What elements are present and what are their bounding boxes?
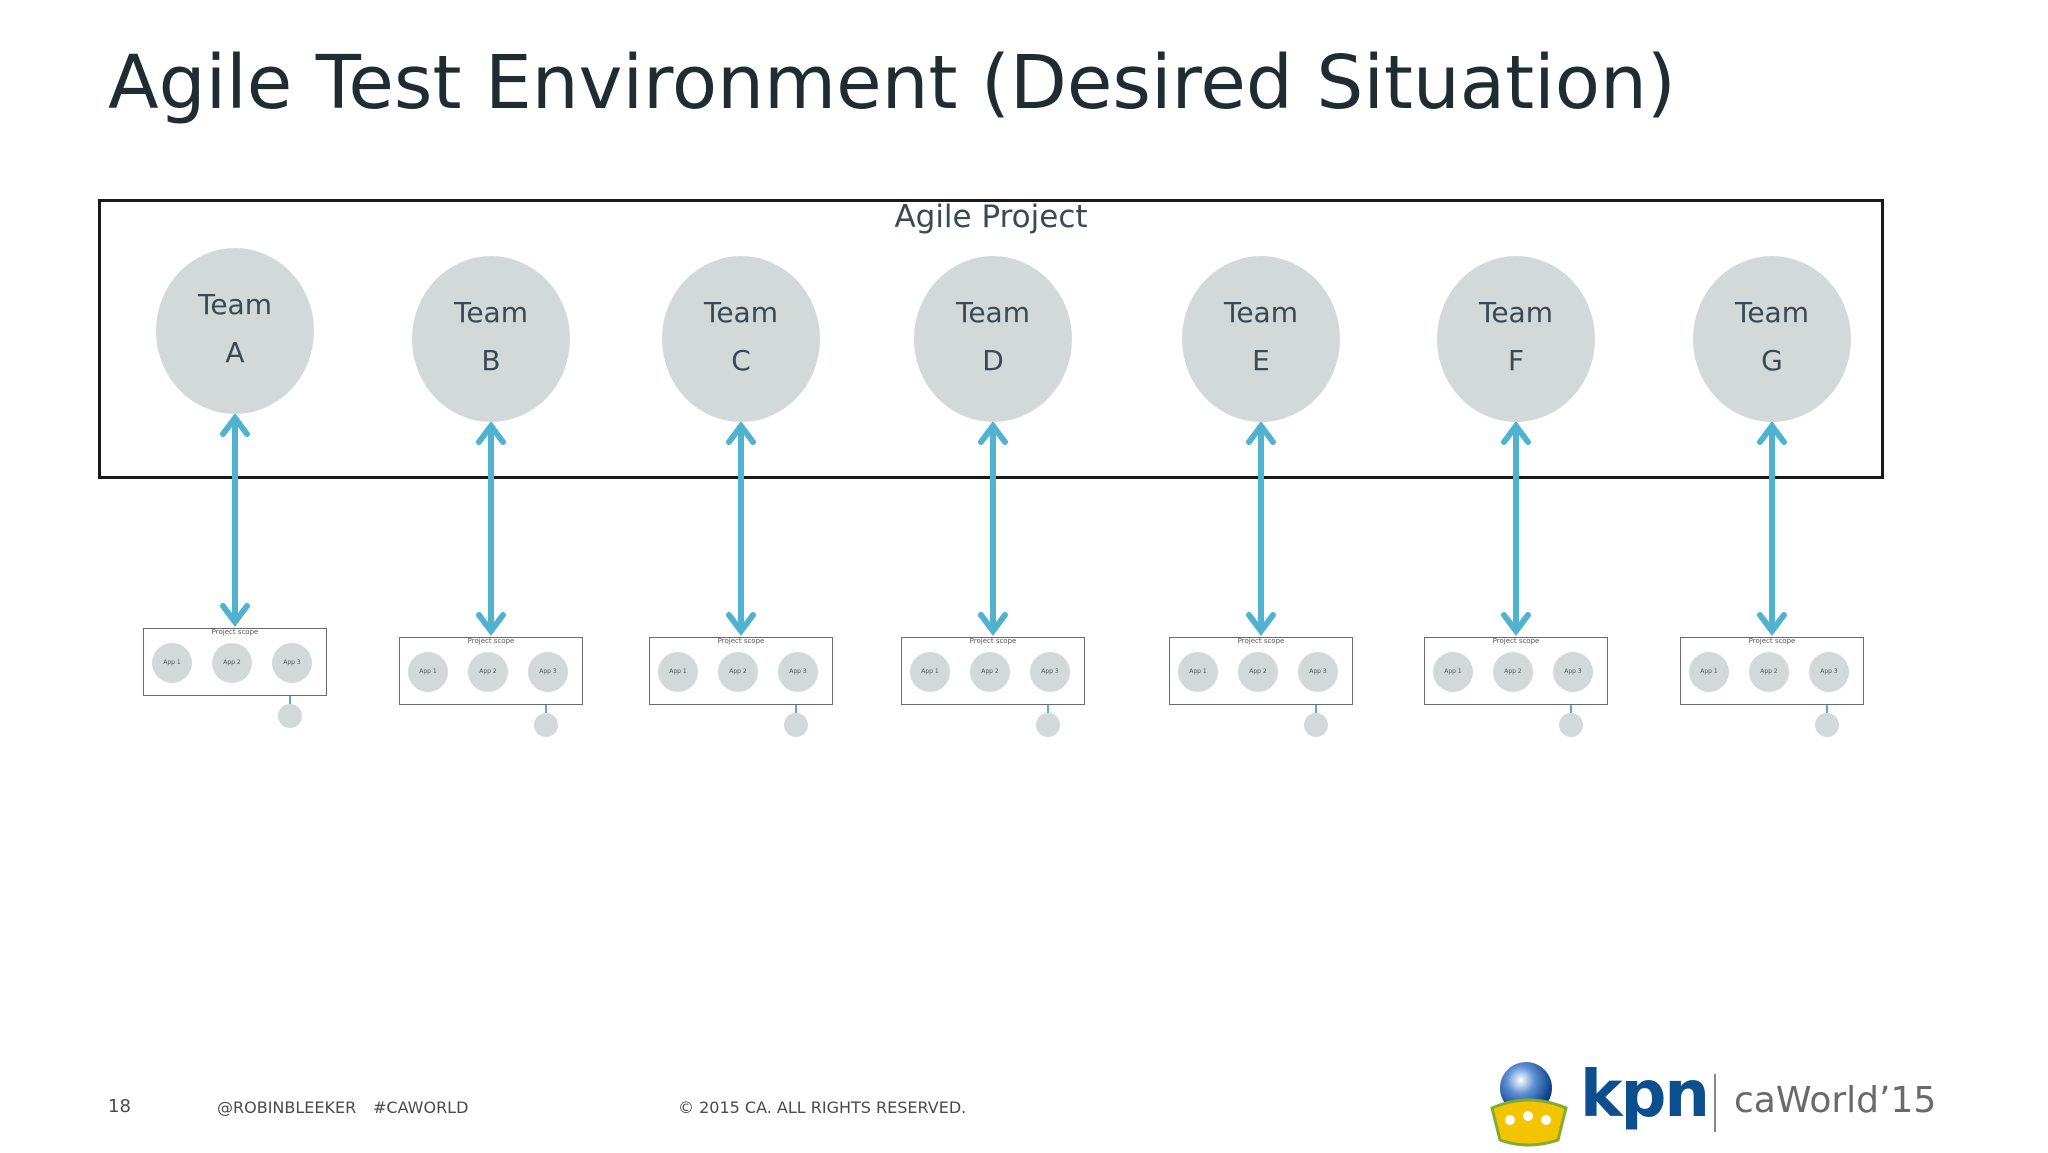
app-circle: App 1: [152, 643, 192, 683]
team-scope-arrow: [1501, 421, 1531, 636]
team-letter: D: [982, 344, 1004, 377]
footer-copyright: © 2015 CA. ALL RIGHTS RESERVED.: [678, 1098, 967, 1117]
team-scope-arrow: [476, 421, 506, 636]
sub-app-circle: [1815, 713, 1839, 737]
app-circle: App 1: [910, 652, 950, 692]
team-letter: A: [225, 336, 245, 369]
team-letter: G: [1761, 344, 1783, 377]
app-circle: App 2: [468, 652, 508, 692]
project-scope-title: Project scope: [717, 637, 765, 645]
sub-app-circle: [1304, 713, 1328, 737]
kpn-logo-text: kpn: [1580, 1058, 1710, 1132]
app-circle: App 3: [528, 652, 568, 692]
logo-area: kpn caWorld’15: [1482, 1058, 1936, 1148]
app-circle: App 2: [970, 652, 1010, 692]
app-circle: App 3: [778, 652, 818, 692]
sub-app-circle: [534, 713, 558, 737]
team-label: Team: [197, 288, 272, 321]
app-circle: App 2: [718, 652, 758, 692]
team-scope-arrow: [1757, 421, 1787, 636]
kpn-crown-logo-icon: [1490, 1062, 1568, 1147]
team-letter: B: [481, 344, 501, 377]
team-label: Team: [1734, 296, 1809, 329]
team-letter: E: [1252, 344, 1270, 377]
project-scope-title: Project scope: [211, 628, 259, 636]
app-circle: App 2: [212, 643, 252, 683]
project-scope-title: Project scope: [969, 637, 1017, 645]
app-circle: App 1: [1178, 652, 1218, 692]
caworld-logo-text: caWorld’15: [1734, 1080, 1937, 1121]
team-letter: C: [731, 344, 751, 377]
app-circle: App 2: [1493, 652, 1533, 692]
team-scope-arrow: [978, 421, 1008, 636]
project-scope-title: Project scope: [1492, 637, 1540, 645]
team-label: Team: [1223, 296, 1298, 329]
slide-title: Agile Test Environment (Desired Situatio…: [108, 40, 1676, 126]
team-label: Team: [1478, 296, 1553, 329]
app-circle: App 1: [658, 652, 698, 692]
app-circle: App 3: [1553, 652, 1593, 692]
sub-app-circle: [278, 704, 302, 728]
sub-app-circle: [784, 713, 808, 737]
agile-project-label: Agile Project: [894, 199, 1088, 235]
project-scope-title: Project scope: [1748, 637, 1796, 645]
app-circle: App 2: [1749, 652, 1789, 692]
app-circle: App 3: [1030, 652, 1070, 692]
app-circle: App 1: [1689, 652, 1729, 692]
project-scope-title: Project scope: [467, 637, 515, 645]
app-circle: App 1: [408, 652, 448, 692]
team-label: Team: [703, 296, 778, 329]
app-circle: App 1: [1433, 652, 1473, 692]
team-label: Team: [955, 296, 1030, 329]
logo-divider: [1714, 1074, 1716, 1132]
app-circle: App 3: [1809, 652, 1849, 692]
project-scope-title: Project scope: [1237, 637, 1285, 645]
team-scope-arrow: [1246, 421, 1276, 636]
footer-handle: @ROBINBLEEKER: [217, 1098, 357, 1117]
app-circle: App 2: [1238, 652, 1278, 692]
team-label: Team: [453, 296, 528, 329]
sub-app-circle: [1036, 713, 1060, 737]
app-circle: App 3: [1298, 652, 1338, 692]
app-circle: App 3: [272, 643, 312, 683]
team-scope-arrow: [726, 421, 756, 636]
sub-app-circle: [1559, 713, 1583, 737]
footer-hashtag: #CAWORLD: [373, 1098, 469, 1117]
team-letter: F: [1507, 344, 1525, 377]
team-scope-arrow: [220, 413, 250, 627]
page-number: 18: [108, 1096, 131, 1117]
